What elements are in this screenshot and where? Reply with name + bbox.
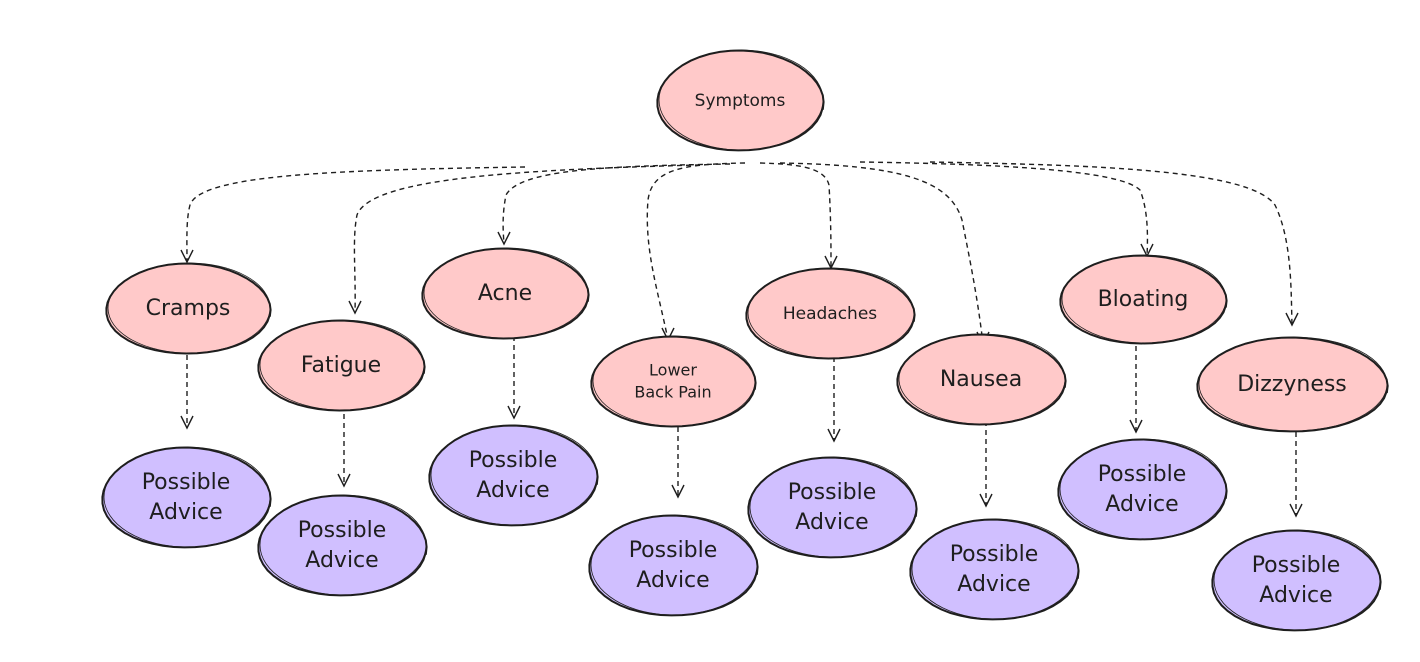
- advice-ellipse-bloating-outline: [1059, 438, 1227, 540]
- advice-label-lower-back-pain-line-2: Advice: [636, 568, 709, 593]
- advice-label-cramps-line-1: Possible: [142, 470, 231, 495]
- advice-label-cramps-line-2: Advice: [149, 500, 222, 525]
- advice-label-lower-back-pain-line-1: Possible: [629, 538, 718, 563]
- symptom-label-nausea-line-1: Nausea: [940, 367, 1022, 392]
- symptom-label-cramps-line-1: Cramps: [146, 296, 231, 321]
- symptom-node-bloating: Bloating: [1059, 254, 1228, 345]
- edge-root-to-nausea: [779, 162, 984, 345]
- advice-label-fatigue-line-1: Possible: [298, 518, 387, 543]
- advice-label-nausea-line-1: Possible: [950, 542, 1039, 567]
- symptom-ellipse-nausea-outline: [898, 333, 1066, 425]
- symptom-ellipse-headaches-outline: [747, 267, 915, 359]
- edge-root-to-bloating: [859, 161, 1149, 257]
- advice-label-dizzyness-line-1: Possible: [1252, 553, 1341, 578]
- root-ellipse-outline: [658, 49, 824, 151]
- arrowhead-root-to-fatigue: [348, 300, 362, 315]
- edge-root-to-lower-back-pain: [646, 162, 746, 341]
- edge-root-to-cramps: [186, 166, 526, 263]
- symptom-label-bloating-line-1: Bloating: [1098, 287, 1189, 312]
- nodes-layer: SymptomsCrampsPossibleAdviceFatiguePossi…: [101, 49, 1389, 632]
- advice-label-bloating-line-2: Advice: [1105, 492, 1178, 517]
- arrowhead-fatigue-to-advice: [337, 473, 351, 488]
- advice-ellipse-fatigue-outline: [259, 494, 427, 596]
- arrowhead-bloating-to-advice: [1129, 419, 1143, 434]
- advice-ellipse-lower-back-pain-outline: [590, 514, 758, 616]
- symptom-ellipse-bloating-outline: [1061, 254, 1227, 344]
- symptom-label-acne-line-1: Acne: [478, 281, 532, 306]
- arrowhead-root-to-dizzyness: [1285, 312, 1299, 327]
- advice-label-acne-line-1: Possible: [469, 448, 558, 473]
- arrowhead-dizzyness-to-advice: [1289, 503, 1303, 518]
- symptom-node-dizzyness: Dizzyness: [1196, 336, 1389, 433]
- arrowhead-lower-back-pain-to-advice: [671, 484, 685, 499]
- symptom-ellipse-fatigue-outline: [259, 319, 425, 411]
- root-node-symptoms: Symptoms: [656, 49, 825, 152]
- symptom-label-lower-back-pain-line-2: Back Pain: [634, 382, 711, 401]
- advice-label-fatigue-line-2: Advice: [305, 548, 378, 573]
- arrowhead-headaches-to-advice: [827, 428, 841, 443]
- arrowhead-cramps-to-advice: [180, 415, 194, 430]
- edge-root-to-acne: [502, 163, 731, 245]
- symptom-label-dizzyness-line-1: Dizzyness: [1237, 372, 1347, 397]
- arrowhead-root-to-acne: [497, 231, 511, 246]
- symptom-ellipse-acne-outline: [423, 247, 589, 339]
- symptom-ellipse-lower-back-pain-outline: [592, 335, 756, 427]
- advice-label-headaches-line-2: Advice: [795, 510, 868, 535]
- advice-label-bloating-line-1: Possible: [1098, 462, 1187, 487]
- edges-layer: [180, 161, 1303, 518]
- root-label-line-1: Symptoms: [695, 91, 786, 111]
- edge-root-to-dizzyness: [929, 161, 1293, 326]
- symptom-label-headaches-line-1: Headaches: [783, 304, 877, 324]
- arrowhead-acne-to-advice: [507, 405, 521, 420]
- advice-label-dizzyness-line-2: Advice: [1259, 583, 1332, 608]
- symptom-node-acne: Acne: [421, 247, 590, 340]
- advice-ellipse-cramps-outline: [103, 446, 271, 548]
- symptom-node-headaches: Headaches: [745, 267, 916, 360]
- advice-label-acne-line-2: Advice: [476, 478, 549, 503]
- symptom-node-nausea: Nausea: [896, 333, 1067, 426]
- arrowhead-nausea-to-advice: [979, 493, 993, 508]
- advice-label-headaches-line-1: Possible: [788, 480, 877, 505]
- symptom-node-cramps: Cramps: [105, 262, 272, 355]
- edge-root-to-fatigue: [353, 164, 701, 314]
- symptom-node-fatigue: Fatigue: [257, 319, 426, 412]
- arrowhead-root-to-cramps: [180, 249, 194, 264]
- advice-ellipse-acne-outline: [430, 424, 598, 526]
- edge-root-to-headaches: [759, 162, 832, 269]
- symptom-label-fatigue-line-1: Fatigue: [301, 353, 381, 378]
- advice-label-nausea-line-2: Advice: [957, 572, 1030, 597]
- symptom-ellipse-dizzyness-outline: [1198, 336, 1388, 432]
- advice-ellipse-headaches-outline: [749, 456, 917, 558]
- symptom-ellipse-cramps-outline: [107, 262, 271, 354]
- symptom-label-lower-back-pain-line-1: Lower: [649, 361, 697, 380]
- advice-ellipse-dizzyness-outline: [1213, 529, 1381, 631]
- advice-ellipse-nausea-outline: [911, 518, 1079, 620]
